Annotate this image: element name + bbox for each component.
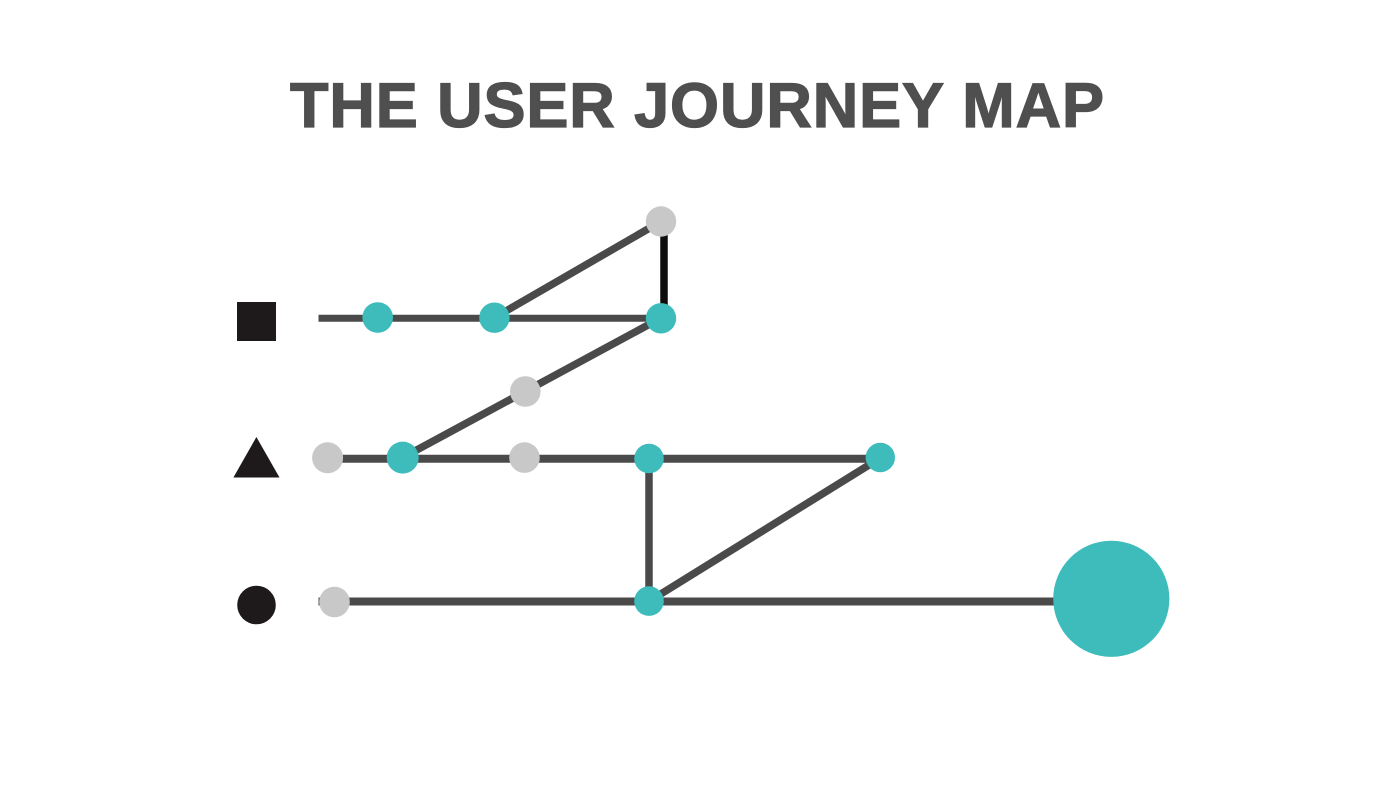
svg-text:THE USER JOURNEY MAP: THE USER JOURNEY MAP bbox=[290, 71, 1104, 141]
